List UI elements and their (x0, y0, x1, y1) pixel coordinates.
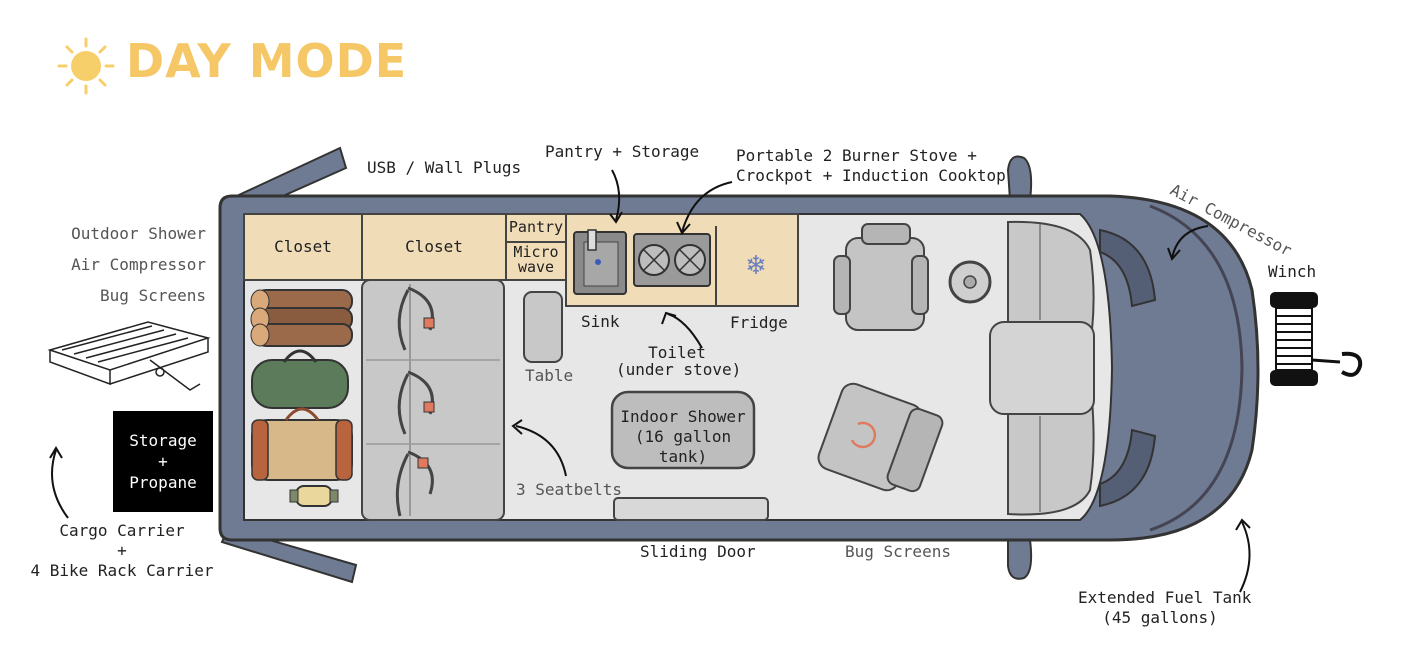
shower-line1: Indoor Shower (620, 407, 746, 426)
storage-line2: + (158, 452, 168, 471)
air-compressor-rear-label: Air Compressor (71, 255, 206, 274)
sun-icon (56, 36, 116, 96)
cargo-carrier-label: Cargo Carrier + 4 Bike Rack Carrier (30, 521, 214, 581)
table-shape (523, 291, 563, 363)
microwave-label: Micro wave (506, 245, 566, 275)
mirror-top (1006, 155, 1033, 201)
shower-label: Indoor Shower (16 gallon tank) (612, 407, 754, 467)
air-compressor-arrow (1171, 225, 1209, 259)
fuel-line1: Extended Fuel Tank (1078, 588, 1252, 607)
fridge-label: Fridge (730, 313, 788, 332)
closet-1-label: Closet (274, 237, 332, 256)
fuel-line2: (45 gallons) (1102, 608, 1218, 627)
cargo-line1: Cargo Carrier (59, 521, 185, 540)
microwave-line1: Micro (513, 243, 559, 261)
winch-label: Winch (1268, 262, 1317, 281)
green-duffel (251, 359, 349, 409)
bug-screens-rear-label: Bug Screens (100, 286, 206, 305)
microwave-line2: wave (517, 258, 555, 276)
pantry-storage-label: Pantry + Storage (545, 142, 700, 161)
toilet-label: Toilet (under stove) (616, 343, 742, 379)
bug-screens-side-label: Bug Screens (845, 542, 951, 561)
shower-shape (610, 390, 756, 470)
cargo-line3: 4 Bike Rack Carrier (30, 561, 214, 580)
steering-wheel-icon (948, 260, 992, 304)
cargo-arrow (51, 449, 69, 519)
usb-plugs-label: USB / Wall Plugs (367, 158, 522, 177)
mirror-bottom (1007, 539, 1033, 580)
firewood-logs (250, 289, 353, 347)
toilet-line1: Toilet (648, 343, 706, 362)
cargo-carrier-icon (47, 321, 211, 391)
stove-arrow (681, 181, 733, 233)
stove-label-line1: Portable 2 Burner Stove + (736, 146, 977, 165)
lantern-icon (289, 485, 339, 507)
toilet-line2: (under stove) (616, 360, 742, 379)
snowflake-icon: ❄ (745, 251, 767, 281)
stove-label-line2: Crockpot + Induction Cooktop (736, 166, 1006, 185)
seatbelts-label: 3 Seatbelts (516, 480, 622, 499)
fuel-tank-label: Extended Fuel Tank (45 gallons) (1078, 588, 1252, 628)
seatbelts-arrow (515, 425, 567, 477)
fuel-arrow (1239, 521, 1251, 593)
closet-2-box (361, 213, 507, 281)
table-label: Table (525, 366, 574, 385)
storage-line1: Storage (129, 431, 197, 450)
cargo-line2: + (117, 541, 127, 560)
microwave-box (505, 241, 567, 281)
stove-label: Portable 2 Burner Stove + Crockpot + Ind… (736, 146, 1006, 186)
sink-label: Sink (581, 312, 620, 331)
page-title: DAY MODE (126, 34, 408, 88)
shower-line2: (16 gallon tank) (634, 427, 732, 466)
storage-line3: Propane (129, 473, 197, 492)
storage-propane-box: Storage + Propane (113, 411, 213, 512)
winch-icon (1270, 292, 1363, 386)
closet-2-label: Closet (405, 237, 463, 256)
swivel-passenger-seat (817, 382, 944, 493)
outdoor-shower-label: Outdoor Shower (71, 224, 206, 243)
sliding-door-label: Sliding Door (640, 542, 756, 561)
pantry-arrow (611, 169, 621, 221)
driver-seat (833, 223, 929, 331)
pantry-label: Pantry (508, 218, 564, 236)
